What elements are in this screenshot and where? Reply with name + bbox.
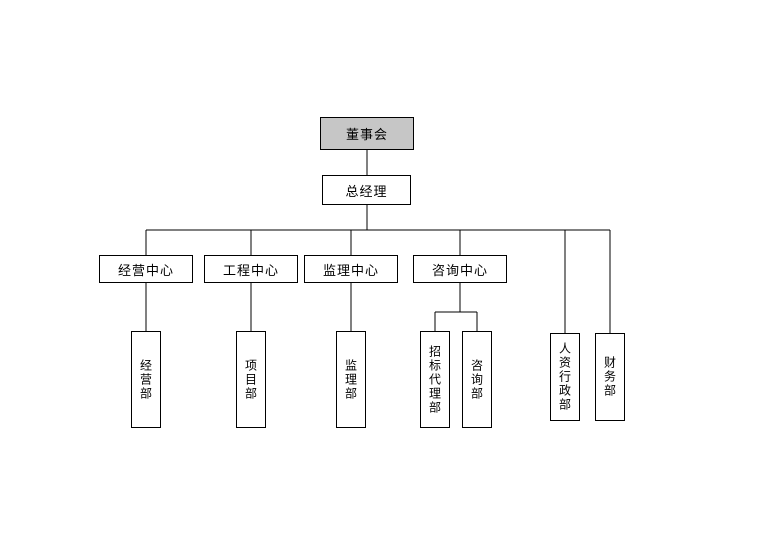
node-general-manager: 总经理: [322, 175, 411, 205]
node-hr-admin-dept: 人资行政部: [550, 333, 580, 421]
node-consulting-center: 咨询中心: [413, 255, 507, 283]
node-business-center: 经营中心: [99, 255, 193, 283]
node-business-dept: 经营部: [131, 331, 161, 428]
node-board: 董事会: [320, 117, 414, 150]
node-supervision-dept: 监理部: [336, 331, 366, 428]
node-supervision-center: 监理中心: [304, 255, 398, 283]
node-finance-dept: 财务部: [595, 333, 625, 421]
node-engineering-center: 工程中心: [204, 255, 298, 283]
node-project-dept: 项目部: [236, 331, 266, 428]
node-tender-agency-dept: 招标代理部: [420, 331, 450, 428]
node-consulting-dept: 咨询部: [462, 331, 492, 428]
